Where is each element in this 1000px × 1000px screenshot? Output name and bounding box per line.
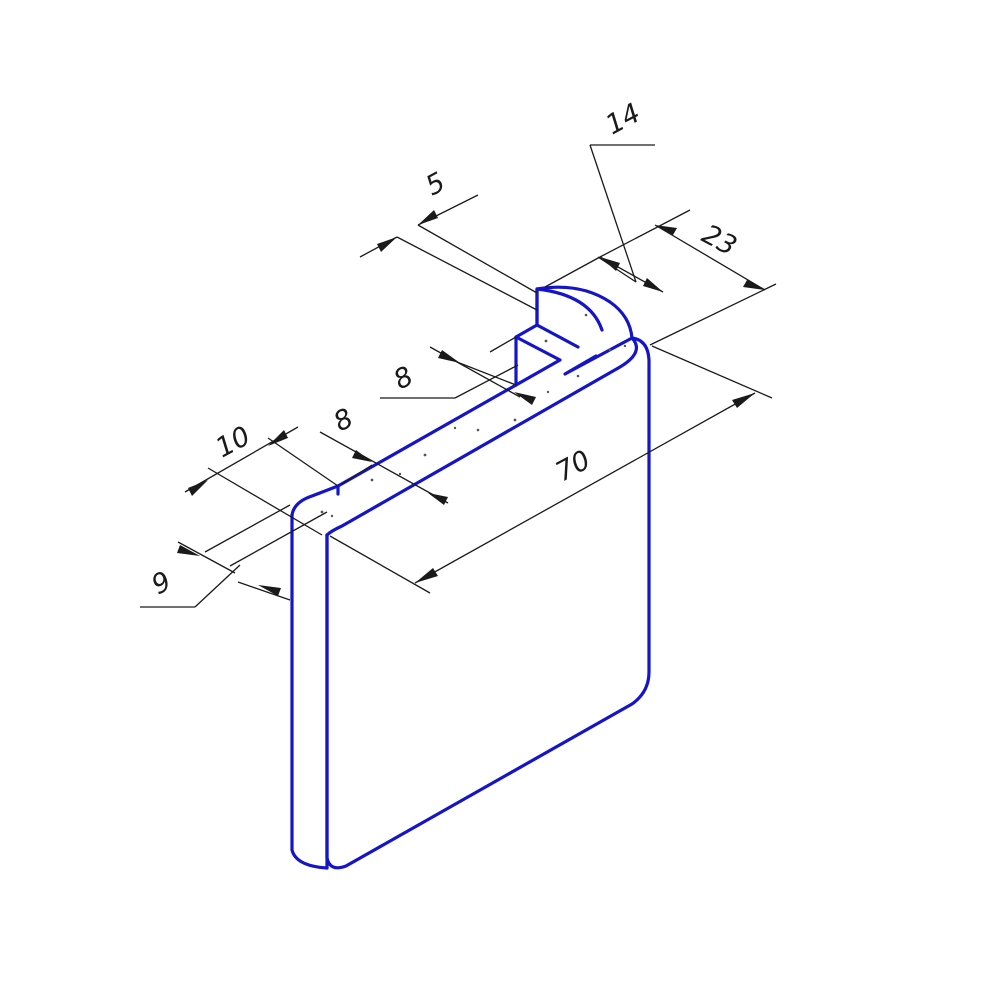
label-8-lip: 8 [329,403,359,438]
part-outline [290,285,651,870]
dimension-annotations: 5 14 23 [140,98,777,608]
dimension-5: 5 [359,167,538,311]
label-9: 9 [147,566,177,601]
left-end-face [290,513,329,870]
top-face-texture [320,313,627,518]
dimension-10: 10 [184,421,339,536]
dimension-14: 14 [544,98,664,293]
top-back-edge [336,383,518,488]
top-left-round [290,484,340,517]
back-round [535,287,604,332]
label-8-groove: 8 [389,361,419,396]
dimension-8-groove: 8 [380,336,536,405]
label-10: 10 [211,421,256,465]
label-70: 70 [551,445,596,489]
groove-inner [514,323,580,387]
dimension-9: 9 [140,504,328,608]
label-5: 5 [421,167,451,202]
label-23: 23 [697,219,742,263]
top-front-edge [325,336,639,537]
dimension-23: 23 [599,209,777,346]
label-14: 14 [601,98,646,142]
front-face [325,336,651,870]
